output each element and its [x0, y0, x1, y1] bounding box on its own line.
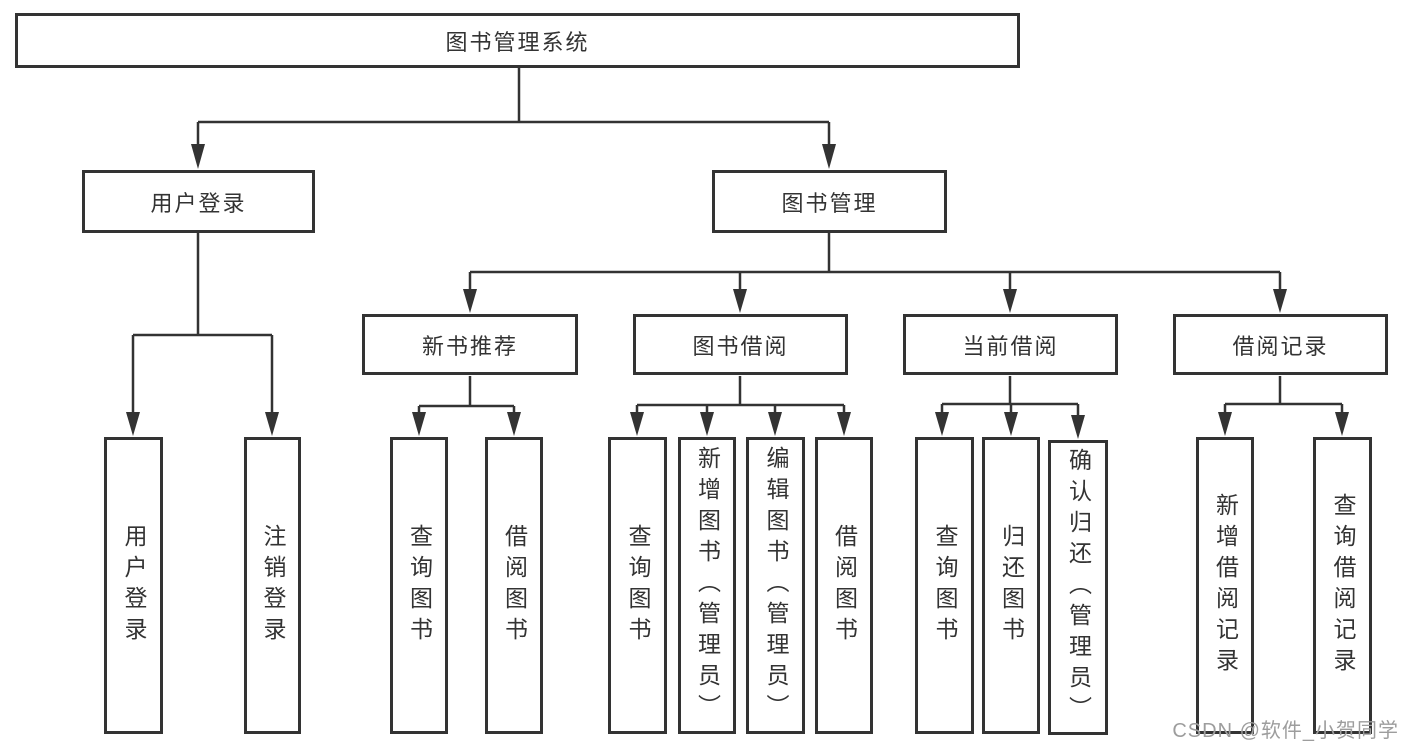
leaf-query-books-borrowing: 查询图书	[608, 437, 667, 734]
node-new-book-recommend: 新书推荐	[362, 314, 578, 375]
leaf-borrow-books-borrowing-label: 借阅图书	[831, 523, 858, 648]
csdn-watermark: CSDN @软件_小贺同学	[1172, 720, 1399, 742]
node-new-book-recommend-label: 新书推荐	[421, 333, 518, 359]
leaf-return-books-label: 归还图书	[998, 523, 1025, 648]
node-current-borrowing: 当前借阅	[903, 314, 1118, 375]
leaf-query-borrow-record-label: 查询借阅记录	[1330, 492, 1356, 679]
leaf-borrow-books-recommend-label: 借阅图书	[501, 523, 528, 648]
leaf-logout-login: 注销登录	[244, 437, 301, 734]
leaf-query-books-current-label: 查询图书	[932, 523, 958, 648]
node-borrowing-records-label: 借阅记录	[1232, 333, 1329, 359]
leaf-user-login: 用户登录	[104, 437, 163, 734]
node-book-borrowing: 图书借阅	[633, 314, 848, 375]
leaf-confirm-return-admin: 确认归还（管理员）	[1048, 440, 1108, 735]
node-book-borrowing-label: 图书借阅	[692, 333, 789, 359]
leaf-query-borrow-record: 查询借阅记录	[1313, 437, 1372, 734]
node-library-system-label: 图书管理系统	[445, 29, 590, 55]
leaf-add-borrow-record: 新增借阅记录	[1196, 437, 1254, 734]
leaf-query-books-current: 查询图书	[915, 437, 974, 734]
leaf-confirm-return-admin-label: 确认归还（管理员）	[1065, 448, 1092, 727]
leaf-query-books-recommend-label: 查询图书	[406, 523, 433, 648]
leaf-edit-books-admin: 编辑图书（管理员）	[746, 437, 805, 734]
leaf-borrow-books-recommend: 借阅图书	[485, 437, 543, 734]
leaf-return-books: 归还图书	[982, 437, 1040, 734]
node-current-borrowing-label: 当前借阅	[962, 333, 1059, 359]
node-book-management-label: 图书管理	[781, 190, 878, 216]
leaf-logout-login-label: 注销登录	[260, 523, 286, 648]
node-library-system: 图书管理系统	[15, 13, 1020, 68]
node-user-login: 用户登录	[82, 170, 315, 233]
leaf-edit-books-admin-label: 编辑图书（管理员）	[763, 446, 789, 725]
node-user-login-label: 用户登录	[150, 190, 247, 216]
leaf-add-books-admin-label: 新增图书（管理员）	[694, 446, 721, 725]
leaf-add-borrow-record-label: 新增借阅记录	[1212, 492, 1239, 679]
leaf-query-books-borrowing-label: 查询图书	[625, 523, 651, 648]
leaf-add-books-admin: 新增图书（管理员）	[678, 437, 736, 734]
node-book-management: 图书管理	[712, 170, 947, 233]
leaf-query-books-recommend: 查询图书	[390, 437, 448, 734]
leaf-borrow-books-borrowing: 借阅图书	[815, 437, 873, 734]
node-borrowing-records: 借阅记录	[1173, 314, 1388, 375]
leaf-user-login-label: 用户登录	[121, 523, 147, 648]
